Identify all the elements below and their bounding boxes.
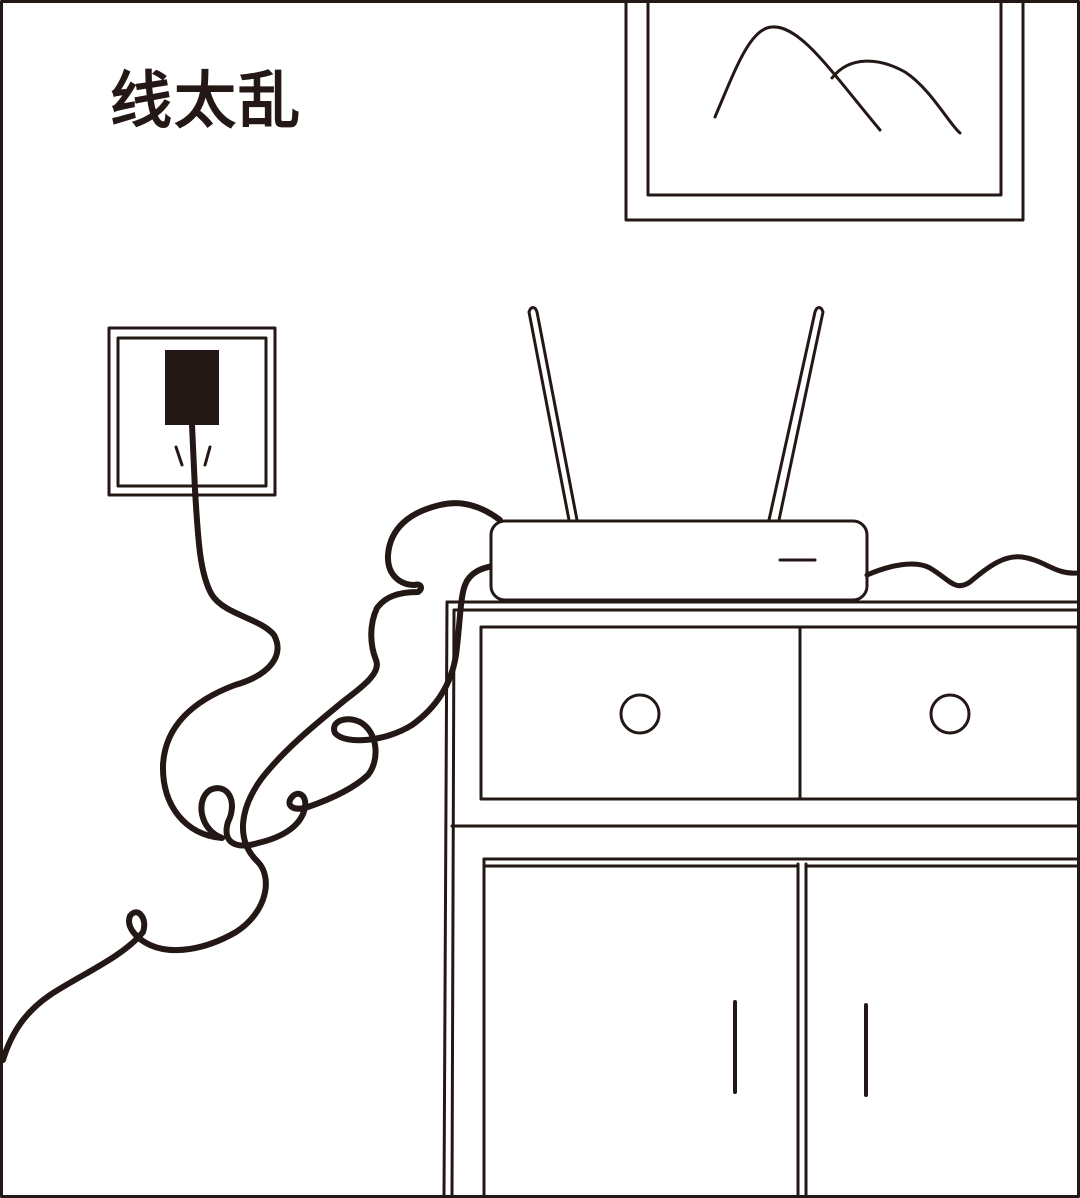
tangled-cable-icon (864, 554, 1080, 589)
tangled-cable-icon (159, 422, 496, 849)
antenna-icon (767, 306, 825, 522)
router-icon (489, 306, 869, 602)
tangled-cable-icon (0, 500, 503, 1063)
drawer-knob-icon (619, 693, 661, 735)
wall-frame-icon (624, 0, 1025, 222)
plug-icon (165, 350, 219, 425)
cabinet-icon (442, 600, 1080, 1198)
caption-text: 线太乱 (110, 64, 303, 137)
drawer-knob-icon (929, 693, 971, 735)
antenna-icon (527, 306, 579, 522)
